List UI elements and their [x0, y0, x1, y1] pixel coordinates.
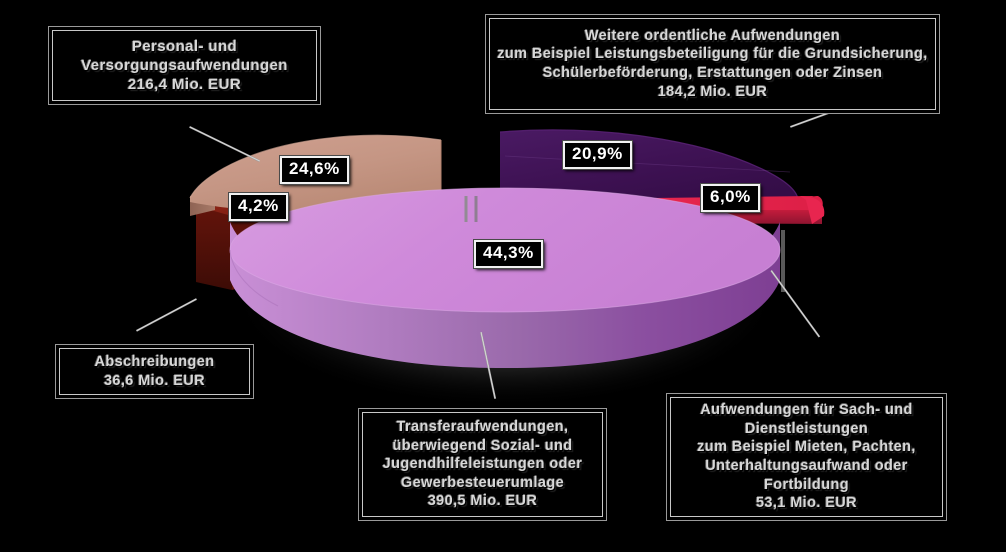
pie-slice-sach: [500, 196, 825, 224]
leader-line-personal: [189, 126, 261, 162]
callout-line: Schülerbeförderung, Erstattungen oder Zi…: [542, 65, 883, 81]
callout-weitere-ordentliche-aufwendungen: Weitere ordentliche Aufwendungen zum Bei…: [485, 14, 940, 114]
callout-line: zum Beispiel Mieten, Pachten,: [697, 439, 916, 456]
callout-value: 216,4 Mio. EUR: [127, 76, 242, 94]
callout-value: 390,5 Mio. EUR: [427, 493, 538, 510]
percent-label-personal: 24,6%: [280, 156, 349, 184]
callout-value: 53,1 Mio. EUR: [755, 495, 858, 512]
percent-label-sach: 6,0%: [701, 184, 760, 212]
callout-line: Dienstleistungen: [744, 420, 869, 437]
percent-label-weitere: 20,9%: [563, 141, 632, 169]
callout-aufwendungen-sach-und-dienstleistungen: Aufwendungen für Sach- und Dienstleistun…: [666, 393, 947, 521]
callout-line: Versorgungsaufwendungen: [81, 56, 288, 74]
callout-line: Weitere ordentliche Aufwendungen: [584, 27, 841, 44]
percent-label-abschreibungen: 4,2%: [229, 193, 288, 221]
callout-personal-und-versorgungsaufwendungen: Personal- und Versorgungsaufwendungen 21…: [48, 26, 321, 105]
pie-slice-transfer: [229, 187, 781, 368]
callout-line: Abschreibungen: [94, 353, 215, 370]
callout-line: Gewerbesteuerumlage: [400, 474, 565, 491]
callout-value: 36,6 Mio. EUR: [103, 372, 206, 389]
callout-line: zum Beispiel Leistungsbeteiligung für di…: [497, 46, 928, 63]
leader-line-sach: [770, 270, 821, 338]
callout-line: Personal- und: [131, 37, 238, 55]
leader-line-transfer: [480, 332, 497, 399]
callout-line: Transferaufwendungen,: [396, 419, 569, 436]
callout-line: Fortbildung: [764, 476, 849, 493]
callout-abschreibungen: Abschreibungen 36,6 Mio. EUR: [55, 344, 254, 399]
leader-line-abschreibungen: [136, 298, 197, 332]
callout-line: überwiegend Sozial- und: [392, 437, 573, 454]
callout-line: Unterhaltungsaufwand oder: [705, 458, 908, 474]
callout-line: Jugendhilfeleistungen oder: [382, 456, 583, 473]
callout-line: Aufwendungen für Sach- und: [700, 402, 913, 419]
callout-transferaufwendungen: Transferaufwendungen, überwiegend Sozial…: [358, 408, 607, 521]
percent-label-transfer: 44,3%: [474, 240, 543, 268]
callout-value: 184,2 Mio. EUR: [657, 83, 768, 100]
